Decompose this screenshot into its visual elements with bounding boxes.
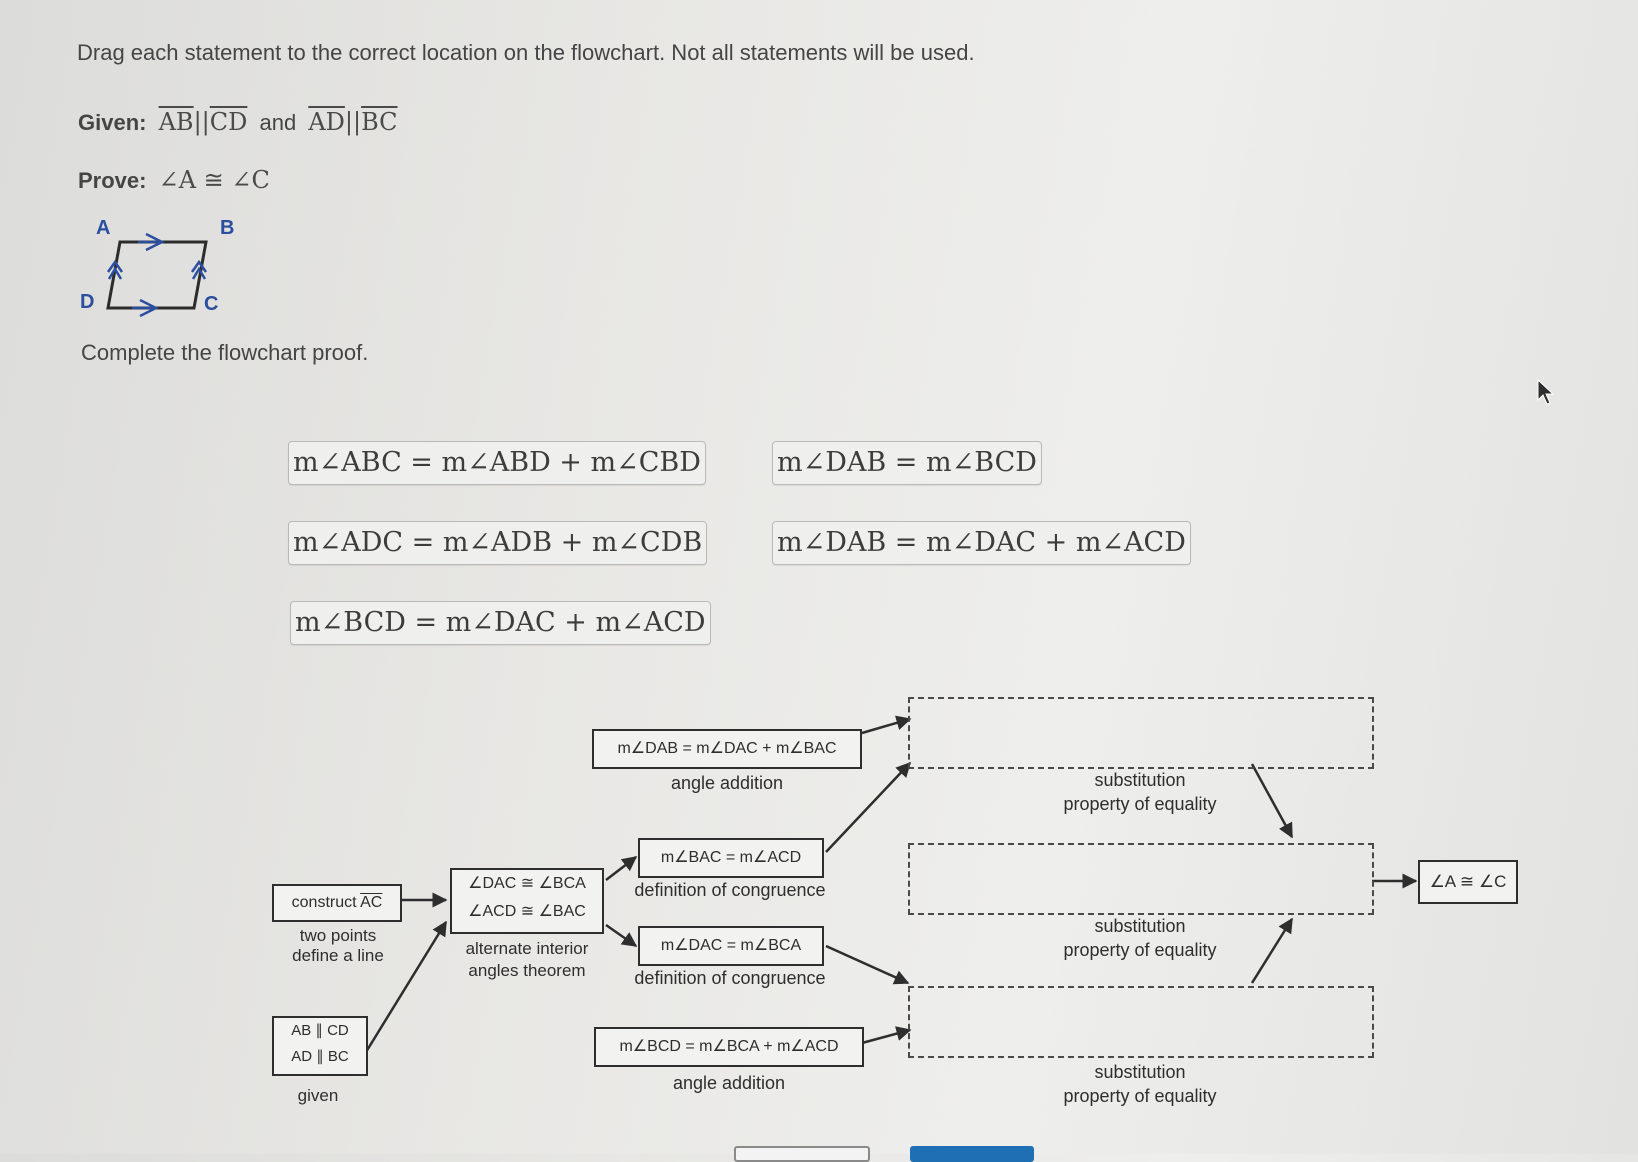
dac-bca-box: m∠DAC = m∠BCA xyxy=(638,926,824,966)
given-seg-cd: CD xyxy=(209,108,248,136)
statement-tile-2[interactable]: m∠DAB = m∠BCD xyxy=(772,441,1042,485)
given-seg-bc: BC xyxy=(361,108,398,136)
drop-target-2-reason-line-1: substitution xyxy=(1094,916,1186,936)
instructions-text: Drag each statement to the correct locat… xyxy=(77,40,975,65)
alt-reason-line-2: angles theorem xyxy=(468,961,586,980)
bac-acd-box: m∠BAC = m∠ACD xyxy=(638,838,824,878)
given-line: Given: AB||CD and AD||BC xyxy=(78,108,398,136)
complete-flowchart-text: Complete the flowchart proof. xyxy=(81,340,369,365)
bcd-angle-addition-box: m∠BCD = m∠BCA + m∠ACD xyxy=(594,1027,864,1067)
vertex-c-label: C xyxy=(204,293,218,315)
given-seg-ab: AB xyxy=(158,108,194,136)
alternate-angles-reason: alternate interior angles theorem xyxy=(444,938,610,982)
drop-target-1-reason: substitution property of equality xyxy=(1030,768,1250,816)
drop-target-2[interactable] xyxy=(908,843,1374,915)
given-parallel-2: || xyxy=(344,108,362,136)
drop-target-2-reason-line-2: property of equality xyxy=(1063,940,1217,960)
drop-target-1-reason-line-1: substitution xyxy=(1094,770,1186,790)
prove-line: Prove: ∠A ≅ ∠C xyxy=(78,166,270,194)
vertex-d-label: D xyxy=(80,291,94,313)
given-parallel-1: || xyxy=(193,108,210,136)
vertex-b-label: B xyxy=(220,217,234,239)
drop-target-1[interactable] xyxy=(908,697,1374,769)
given-box-line-2: AD ∥ BC xyxy=(291,1048,349,1065)
given-reason: given xyxy=(297,1086,339,1105)
dab-angle-addition-reason: angle addition xyxy=(670,773,784,793)
given-box-line-1: AB ∥ CD xyxy=(291,1022,349,1039)
dac-bca-reason: definition of congruence xyxy=(634,968,826,988)
given-and: and xyxy=(259,110,297,135)
alternate-angles-box: ∠DAC ≅ ∠BCA ∠ACD ≅ ∠BAC xyxy=(450,868,604,934)
prove-label: Prove: xyxy=(78,168,147,193)
construct-reason-line-2: define a line xyxy=(292,946,384,965)
statement-tile-4[interactable]: m∠DAB = m∠DAC + m∠ACD xyxy=(772,521,1191,565)
vertex-a-label: A xyxy=(96,217,110,239)
prove-statement: ∠A ≅ ∠C xyxy=(158,166,270,194)
bac-acd-reason: definition of congruence xyxy=(634,880,826,900)
statement-tile-3[interactable]: m∠ADC = m∠ADB + m∠CDB xyxy=(288,521,708,565)
construct-ac-box: construct AC xyxy=(272,884,402,922)
drop-target-3-reason-line-1: substitution xyxy=(1094,1062,1186,1082)
alt-box-line-2: ∠ACD ≅ ∠BAC xyxy=(468,903,586,920)
primary-button[interactable] xyxy=(910,1146,1034,1162)
construct-reason: two points define a line xyxy=(270,926,406,966)
given-label: Given: xyxy=(78,110,147,135)
parallelogram-figure: A B D C xyxy=(80,217,234,318)
construct-segment: AC xyxy=(360,894,383,911)
alt-box-line-1: ∠DAC ≅ ∠BCA xyxy=(468,875,586,892)
statement-tile-5[interactable]: m∠BCD = m∠DAC + m∠ACD xyxy=(290,601,711,645)
conclusion-box: ∠A ≅ ∠C xyxy=(1418,860,1518,904)
drop-target-3-reason: substitution property of equality xyxy=(1030,1060,1250,1108)
alt-reason-line-1: alternate interior xyxy=(465,939,589,958)
drop-target-1-reason-line-2: property of equality xyxy=(1063,794,1217,814)
construct-prefix: construct xyxy=(291,894,361,911)
given-box: AB ∥ CD AD ∥ BC xyxy=(272,1016,368,1076)
drop-target-3[interactable] xyxy=(908,986,1374,1058)
drop-target-2-reason: substitution property of equality xyxy=(1030,914,1250,962)
statement-tile-1[interactable]: m∠ABC = m∠ABD + m∠CBD xyxy=(288,441,706,485)
dab-angle-addition-box: m∠DAB = m∠DAC + m∠BAC xyxy=(592,729,862,769)
given-seg-ad: AD xyxy=(308,108,345,136)
drop-target-3-reason-line-2: property of equality xyxy=(1063,1086,1217,1106)
construct-reason-line-1: two points xyxy=(299,926,377,945)
bcd-angle-addition-reason: angle addition xyxy=(672,1073,786,1093)
mouse-cursor-icon xyxy=(1537,378,1555,405)
secondary-button[interactable] xyxy=(734,1146,870,1162)
